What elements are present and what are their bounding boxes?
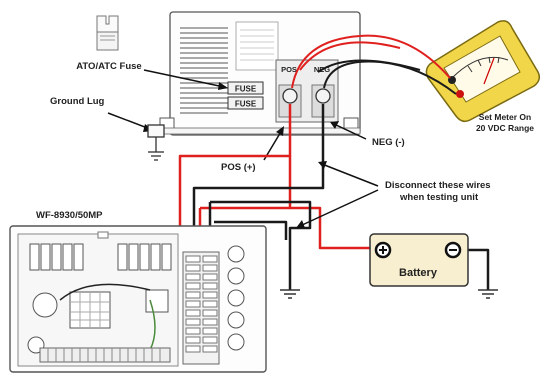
- fuse-part-label: ATO/ATC Fuse: [76, 61, 141, 72]
- ground-symbol-center: [280, 289, 300, 299]
- neg-callout-label: NEG (-): [372, 137, 405, 148]
- ground-lug: [147, 124, 165, 161]
- battery: [369, 233, 469, 287]
- disconnect-note-line2: when testing unit: [399, 192, 479, 203]
- neg-terminal-screw: [315, 88, 331, 104]
- meter-instruction-line2: 20 VDC Range: [476, 123, 534, 133]
- ato-atc-fuse: [96, 15, 119, 51]
- meter-lead-positive: [291, 34, 451, 89]
- meter-instruction-line1: Set Meter On: [479, 112, 531, 122]
- distribution-panel: [9, 225, 267, 373]
- disconnect-note-line1: Disconnect these wires: [385, 180, 491, 191]
- converter-unit: POS NEG FUSE FUSE: [159, 11, 361, 136]
- cooling-fins: [180, 27, 228, 114]
- battery-label: Battery: [399, 267, 438, 279]
- fuse-slot-2-label: FUSE: [235, 100, 257, 109]
- pos-terminal-label: POS: [281, 65, 297, 74]
- multimeter: [425, 20, 541, 123]
- pos-terminal-screw: [282, 88, 298, 104]
- label-plate: [235, 21, 279, 71]
- panel-model-label: WF-8930/50MP: [36, 210, 103, 221]
- fuse-slot-1-label: FUSE: [235, 85, 257, 94]
- ground-symbol-battery: [478, 289, 498, 299]
- negative-wires: [192, 104, 490, 290]
- pos-callout-label: POS (+): [221, 162, 256, 173]
- ground-lug-label: Ground Lug: [50, 96, 105, 107]
